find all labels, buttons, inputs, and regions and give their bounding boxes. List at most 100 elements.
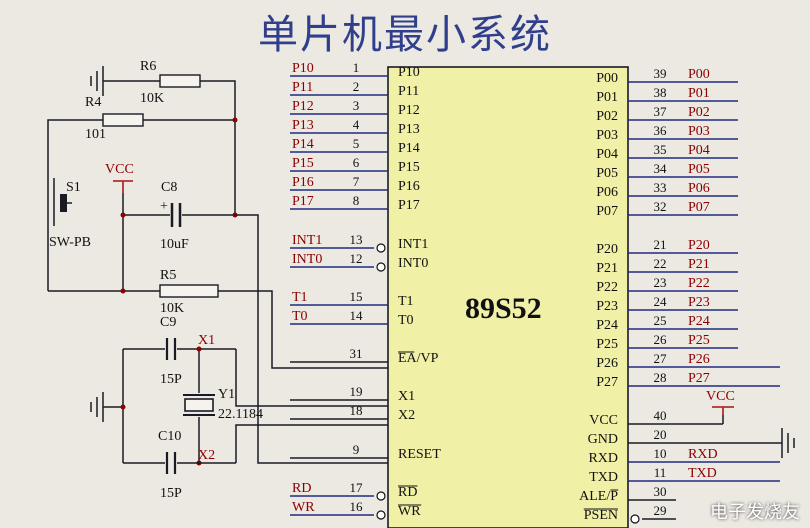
junction-dot: [196, 346, 202, 352]
pin-name: P14: [398, 141, 420, 156]
c10-value: 15P: [160, 486, 182, 501]
vcc-right-label: VCC: [706, 389, 735, 404]
pin-number: 10: [654, 446, 667, 461]
pin-name: P00: [596, 71, 618, 86]
ground-icon: [90, 392, 123, 422]
pin-name: EA/VP: [398, 351, 439, 366]
pin-number: 11: [654, 465, 667, 480]
pin-net-label: P21: [688, 257, 710, 272]
pin-number: 25: [654, 313, 667, 328]
pin-net-label: WR: [292, 500, 315, 515]
pin-net-label: T1: [292, 290, 308, 305]
junction-dot: [232, 117, 238, 123]
x1-net-label: X1: [198, 333, 215, 348]
pin-net-label: P11: [292, 80, 313, 95]
junction-dot: [120, 288, 126, 294]
pin-net-label: TXD: [688, 466, 717, 481]
chip-body: [387, 66, 629, 528]
pin-name: P24: [596, 318, 618, 333]
crystal-y1: [184, 398, 214, 412]
pin-number: 26: [654, 332, 668, 347]
pin-name: P10: [398, 65, 420, 80]
vcc-icon: [676, 406, 734, 425]
right-pin-row: TXD 11 TXD: [589, 465, 780, 485]
pin-number: 23: [654, 275, 667, 290]
pin-number: 28: [654, 370, 667, 385]
pin-net-label: P17: [292, 194, 314, 209]
pin-name: P21: [596, 261, 618, 276]
pin-number: 36: [654, 123, 668, 138]
pin-name: T0: [398, 313, 414, 328]
pin-name: P04: [596, 147, 618, 162]
pin-name: P06: [596, 185, 618, 200]
pin-name: P15: [398, 160, 420, 175]
pin-net-label: P10: [292, 61, 314, 76]
pin-name: P20: [596, 242, 618, 257]
pin-number: 17: [350, 480, 364, 495]
pin-name: X2: [398, 408, 415, 423]
pin-net-label: P03: [688, 124, 710, 139]
ground-icon: [676, 428, 795, 458]
pin-net-label: P16: [292, 175, 314, 190]
pin-number: 5: [353, 136, 360, 151]
resistor-r5: [159, 284, 219, 298]
page-title: 单片机最小系统: [258, 12, 552, 58]
c9-ref: C9: [160, 315, 176, 330]
pin-net-label: P04: [688, 143, 710, 158]
pin-number: 2: [353, 79, 360, 94]
y1-value: 22.1184: [218, 407, 263, 422]
ground-icon: [90, 66, 160, 96]
pin-name: P23: [596, 299, 618, 314]
pin-name: P17: [398, 198, 420, 213]
pin-number: 9: [353, 442, 360, 457]
pin-net-label: T0: [292, 309, 308, 324]
c8-ref: C8: [161, 180, 177, 195]
c8-polarity: +: [160, 199, 168, 214]
inversion-bubble: [376, 510, 386, 520]
pin-net-label: P05: [688, 162, 710, 177]
pin-name: P02: [596, 109, 618, 124]
pin-number: 33: [654, 180, 667, 195]
inversion-bubble: [376, 243, 386, 253]
chip-name: 89S52: [465, 292, 542, 325]
pin-net-label: P23: [688, 295, 710, 310]
pin-name: RESET: [398, 447, 441, 462]
push-button-switch-s1: [53, 178, 72, 226]
c10-ref: C10: [158, 429, 181, 444]
pin-number: 39: [654, 66, 667, 81]
pin-name: P22: [596, 280, 618, 295]
pin-number: 34: [654, 161, 668, 176]
inversion-bubble: [376, 262, 386, 272]
left-pin-row: 9 RESET: [290, 442, 441, 462]
pin-name: TXD: [589, 470, 618, 485]
pin-number: 21: [654, 237, 667, 252]
pin-name: RD: [398, 485, 417, 500]
pin-name: INT0: [398, 256, 428, 271]
pin-net-label: P27: [688, 371, 710, 386]
pin-number: 12: [350, 251, 363, 266]
pin-number: 27: [654, 351, 668, 366]
